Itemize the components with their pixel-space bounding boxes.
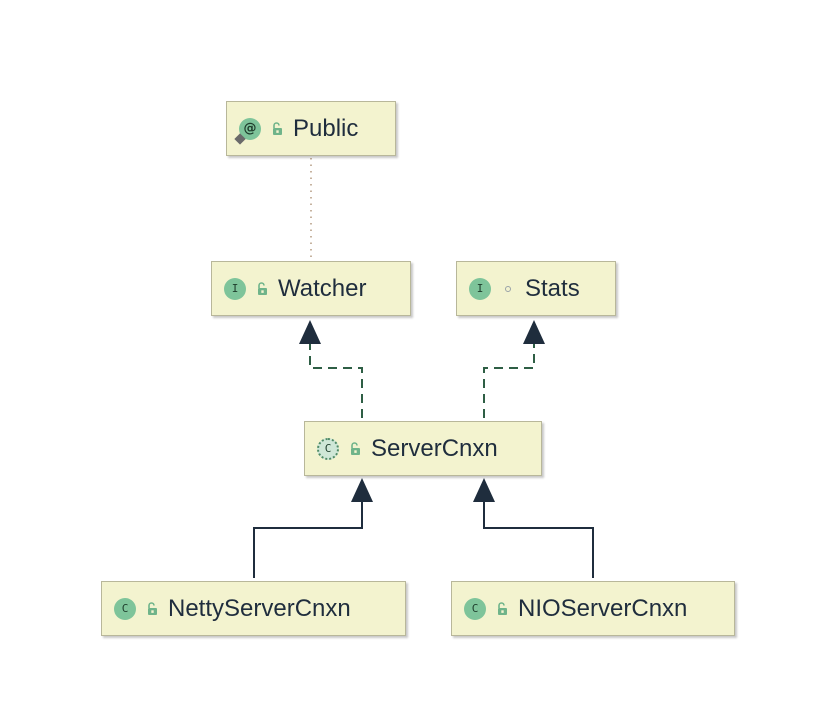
package-private-icon: [501, 282, 515, 296]
interface-icon: I: [224, 277, 246, 300]
edge-servercnxn-watcher: [309, 344, 363, 418]
unlocked-icon: [148, 601, 157, 615]
node-nioservercnxn[interactable]: C NIOServerCnxn: [451, 581, 735, 636]
arrow-servercnxn-left: [351, 478, 373, 502]
node-public[interactable]: @ Public: [226, 101, 396, 156]
arrow-servercnxn-right: [473, 478, 495, 502]
unlocked-icon: [273, 121, 282, 135]
node-servercnxn[interactable]: C ServerCnxn: [304, 421, 542, 476]
node-label: Stats: [525, 274, 580, 302]
class-icon: C: [114, 597, 136, 620]
edge-nio-servercnxn: [483, 502, 594, 578]
node-label: Watcher: [278, 274, 367, 302]
node-label: Public: [293, 114, 359, 142]
class-icon: C: [464, 597, 486, 620]
unlocked-icon: [498, 601, 507, 615]
unlocked-icon: [351, 441, 360, 455]
node-label: NettyServerCnxn: [168, 594, 351, 622]
node-watcher[interactable]: I Watcher: [211, 261, 411, 316]
node-stats[interactable]: I Stats: [456, 261, 616, 316]
node-nettyservercnxn[interactable]: C NettyServerCnxn: [101, 581, 406, 636]
annotation-letter: @: [243, 121, 257, 136]
node-label: ServerCnxn: [371, 434, 498, 462]
interface-icon: I: [469, 277, 491, 300]
edge-netty-servercnxn: [253, 502, 363, 578]
edge-servercnxn-stats: [483, 344, 535, 418]
abstract-class-icon: C: [317, 437, 339, 460]
node-label: NIOServerCnxn: [518, 594, 688, 622]
annotation-icon: @: [234, 117, 261, 145]
arrow-watcher: [299, 320, 321, 344]
arrow-stats: [523, 320, 545, 344]
unlocked-icon: [258, 281, 267, 295]
